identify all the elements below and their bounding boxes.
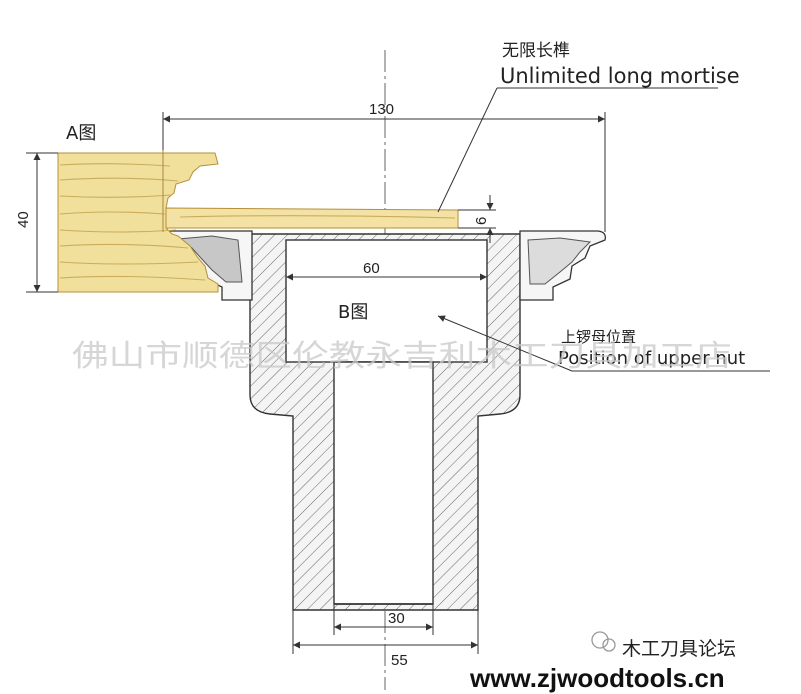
cutter-body <box>249 233 521 611</box>
dim-text-55: 55 <box>391 652 408 669</box>
leader-nut <box>437 315 770 372</box>
dim-tenon-thickness <box>458 195 496 243</box>
right-blade <box>519 230 606 301</box>
label-fig-a: A图 <box>66 123 96 144</box>
upper-bore <box>285 239 488 363</box>
wechat-icon <box>591 631 616 652</box>
watermark: 佛山市顺德区伦教永吉利木工刀具加工店 <box>72 339 732 374</box>
dim-text-40: 40 <box>15 211 32 228</box>
label-mortise-cn: 无限长榫 <box>502 41 570 61</box>
dim-bore-bottom <box>333 604 434 635</box>
label-fig-b: B图 <box>338 302 368 323</box>
dim-text-130: 130 <box>369 101 394 118</box>
dim-text-60: 60 <box>363 260 380 277</box>
dim-text-6: 6 <box>473 217 490 225</box>
leader-mortise <box>437 87 718 213</box>
forum-badge: 木工刀具论坛 <box>591 631 736 660</box>
dim-overall-width <box>162 112 606 232</box>
lower-bore <box>333 361 434 605</box>
dim-height <box>26 152 58 293</box>
label-nut-en: Position of upper nut <box>558 348 745 369</box>
dim-text-30: 30 <box>388 610 405 627</box>
label-mortise-en: Unlimited long mortise <box>500 64 740 88</box>
tenon-strip <box>165 207 459 229</box>
dim-shank-width <box>292 610 479 654</box>
label-nut-cn: 上锣母位置 <box>561 328 636 346</box>
site-url: www.zjwoodtools.cn <box>469 663 725 693</box>
wood-piece <box>57 150 459 293</box>
forum-name: 木工刀具论坛 <box>622 638 736 660</box>
